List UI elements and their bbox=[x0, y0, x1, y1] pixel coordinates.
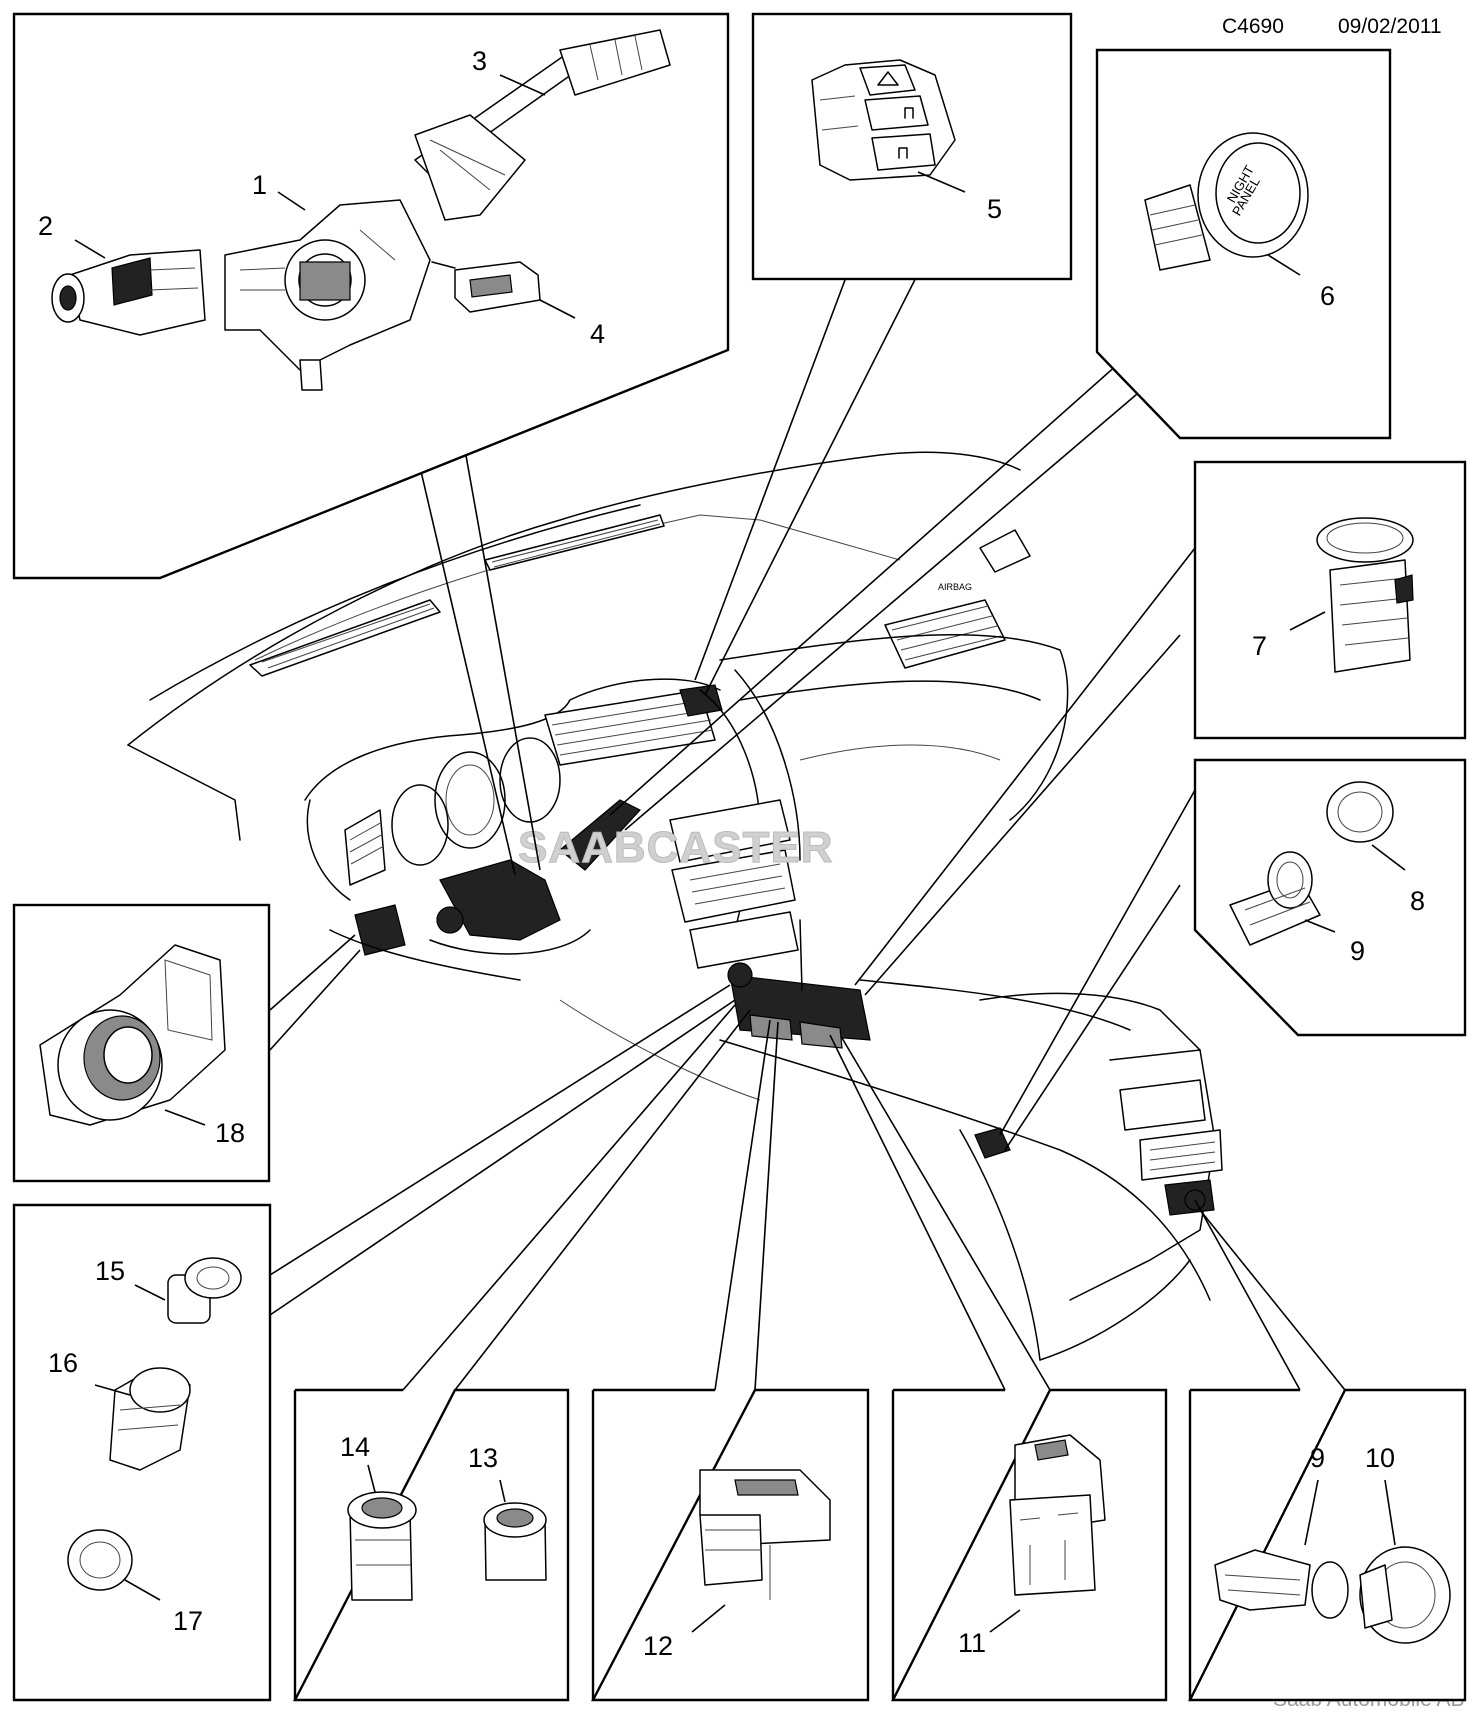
callout-8: 8 bbox=[1410, 886, 1425, 916]
callout-15: 15 bbox=[95, 1256, 125, 1286]
callout-14: 14 bbox=[340, 1432, 370, 1462]
callout-9: 9 bbox=[1350, 936, 1365, 966]
callout-7: 7 bbox=[1252, 631, 1267, 661]
leader-lines bbox=[269, 239, 1346, 1391]
panel-buttons-13-14: 14 13 bbox=[293, 1388, 570, 1702]
panel-night-panel-switch: NIGHT PANEL 6 bbox=[1095, 48, 1392, 440]
panel-light-switch: 18 bbox=[12, 903, 271, 1183]
panel-switch-11: 11 bbox=[891, 1388, 1168, 1702]
callout-9-repeat: 9 bbox=[1310, 1443, 1325, 1473]
panel-switch-7: 7 bbox=[1193, 460, 1467, 740]
callout-4: 4 bbox=[590, 319, 605, 349]
panel-switch-12: 12 bbox=[591, 1388, 870, 1702]
callout-11: 11 bbox=[958, 1628, 986, 1658]
panel-steering-switches: 1 2 3 4 bbox=[12, 12, 730, 580]
panel-hazard-lock-switch: 5 bbox=[751, 12, 1073, 281]
panel-socket-15-17: 15 16 17 bbox=[12, 1203, 272, 1702]
diagram-date: 09/02/2011 bbox=[1338, 15, 1442, 38]
dashboard-drawing: AIRBAG bbox=[127, 451, 1223, 1361]
callout-5: 5 bbox=[987, 194, 1002, 224]
callout-16: 16 bbox=[48, 1348, 78, 1378]
callout-18: 18 bbox=[215, 1118, 245, 1148]
callout-1: 1 bbox=[252, 170, 267, 200]
callout-2: 2 bbox=[38, 211, 53, 241]
panel-socket-8-9: 8 9 bbox=[1193, 758, 1467, 1037]
diagram-code: C4690 bbox=[1222, 15, 1284, 38]
callout-12: 12 bbox=[643, 1631, 673, 1661]
callout-13: 13 bbox=[468, 1443, 498, 1473]
callout-6: 6 bbox=[1320, 281, 1335, 311]
airbag-label: AIRBAG bbox=[938, 582, 972, 592]
callout-10: 10 bbox=[1365, 1443, 1395, 1473]
watermark-text: SAABCASTER bbox=[518, 823, 834, 872]
callout-17: 17 bbox=[173, 1606, 203, 1636]
panel-socket-9-10: 9 10 bbox=[1188, 1388, 1467, 1702]
callout-3: 3 bbox=[472, 46, 487, 76]
